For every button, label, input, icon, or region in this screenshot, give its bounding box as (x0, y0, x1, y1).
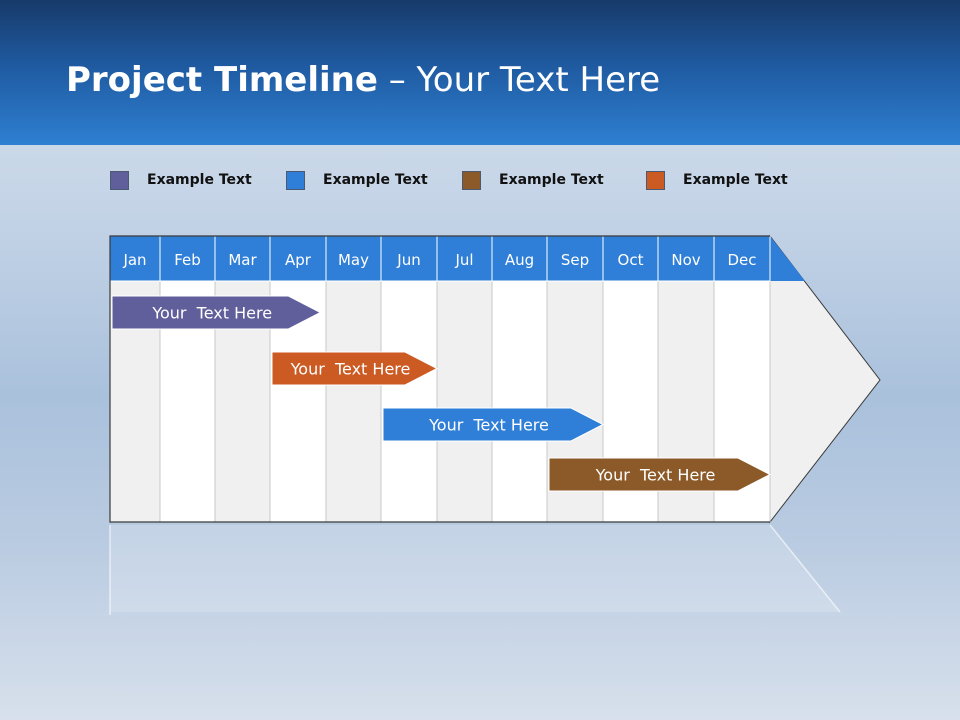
month-header-cell (159, 235, 216, 282)
month-label: May (338, 251, 369, 269)
task-arrow (111, 295, 322, 330)
task-arrow (382, 407, 605, 442)
legend-swatch (110, 171, 129, 190)
page-title: Project Timeline – Your Text Here (66, 60, 660, 100)
month-label: Mar (228, 251, 257, 269)
month-label: Feb (174, 251, 201, 269)
month-column (436, 280, 493, 523)
task-label: Your Text Here (151, 304, 272, 323)
legend-label: Example Text (683, 172, 788, 188)
header-band: Project Timeline – Your Text Here (0, 0, 960, 145)
month-label: Aug (505, 251, 534, 269)
month-label: Dec (727, 251, 756, 269)
month-label: Nov (671, 251, 700, 269)
month-label: Jul (454, 251, 473, 269)
legend-swatch (462, 171, 481, 190)
task-arrow (271, 351, 439, 386)
arrow-tip-header (770, 236, 805, 281)
task-label: Your Text Here (428, 416, 549, 435)
task-label: Your Text Here (595, 466, 716, 485)
month-label: Oct (618, 251, 644, 269)
month-header-cell (491, 235, 548, 282)
task-label: Your Text Here (290, 360, 411, 379)
month-label: Jun (396, 251, 420, 269)
month-column (491, 280, 548, 523)
reflection-edge (769, 524, 841, 613)
month-header-cell (325, 235, 382, 282)
month-header-cell (380, 235, 438, 282)
month-label: Apr (285, 251, 312, 269)
month-header-cell (109, 235, 161, 282)
month-header-cell (269, 235, 327, 282)
month-column (380, 280, 438, 523)
title-rest: – Your Text Here (377, 60, 661, 100)
legend-swatch (286, 171, 305, 190)
month-label: Jan (122, 251, 146, 269)
title-bold: Project Timeline (66, 60, 378, 100)
legend-label: Example Text (323, 172, 428, 188)
legend-label: Example Text (147, 172, 252, 188)
month-header-cell (436, 235, 493, 282)
timeline-reflection (110, 525, 840, 612)
month-header-cell (713, 235, 771, 282)
month-column (325, 280, 382, 523)
task-arrow (548, 457, 772, 492)
legend-swatch (646, 171, 665, 190)
month-label: Sep (561, 251, 589, 269)
legend-label: Example Text (499, 172, 604, 188)
timeline-frame (109, 235, 770, 523)
